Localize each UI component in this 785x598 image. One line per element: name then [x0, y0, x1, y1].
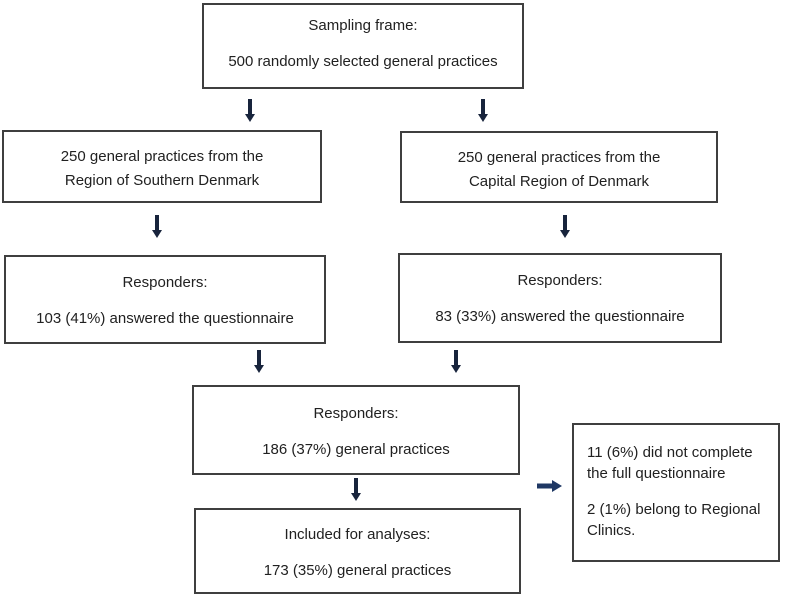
- box-title: Responders:: [122, 274, 208, 291]
- box-line: 250 general practices from the: [60, 148, 264, 165]
- box-capital-region: 250 general practices from the Capital R…: [400, 131, 718, 203]
- box-excluded-note: 11 (6%) did not complete the full questi…: [572, 423, 780, 562]
- box-southern-region: 250 general practices from the Region of…: [2, 130, 322, 203]
- box-sampling-frame: Sampling frame: 500 randomly selected ge…: [202, 3, 524, 89]
- box-value: 173 (35%) general practices: [263, 562, 452, 579]
- box-value: 83 (33%) answered the questionnaire: [435, 308, 685, 325]
- box-line: Capital Region of Denmark: [468, 173, 650, 190]
- arrow-responders-capital-to-total: [451, 350, 461, 373]
- note-paragraph: 2 (1%) belong to Regional Clinics.: [587, 501, 761, 539]
- box-title: Included for analyses:: [284, 526, 431, 543]
- box-title: Responders:: [313, 405, 399, 422]
- box-value: 186 (37%) general practices: [262, 441, 450, 458]
- box-line: 250 general practices from the: [457, 149, 661, 166]
- arrow-total-to-excluded: [537, 480, 562, 492]
- arrow-capital-to-responders: [560, 215, 570, 238]
- box-included-for-analyses: Included for analyses: 173 (35%) general…: [194, 508, 521, 594]
- arrow-southern-to-responders: [152, 215, 162, 238]
- arrow-sampling-to-southern: [245, 99, 255, 122]
- box-responders-total: Responders: 186 (37%) general practices: [192, 385, 520, 475]
- box-value: 500 randomly selected general practices: [228, 53, 498, 70]
- box-value: 103 (41%) answered the questionnaire: [36, 310, 294, 327]
- arrow-total-to-included: [351, 478, 361, 501]
- box-responders-southern: Responders: 103 (41%) answered the quest…: [4, 255, 326, 344]
- box-title: Sampling frame:: [308, 17, 418, 34]
- box-title: Responders:: [517, 272, 603, 289]
- note-paragraph: 11 (6%) did not complete the full questi…: [587, 444, 753, 482]
- box-responders-capital: Responders: 83 (33%) answered the questi…: [398, 253, 722, 343]
- arrow-sampling-to-capital: [478, 99, 488, 122]
- arrow-responders-south-to-total: [254, 350, 264, 373]
- box-line: Region of Southern Denmark: [64, 172, 260, 189]
